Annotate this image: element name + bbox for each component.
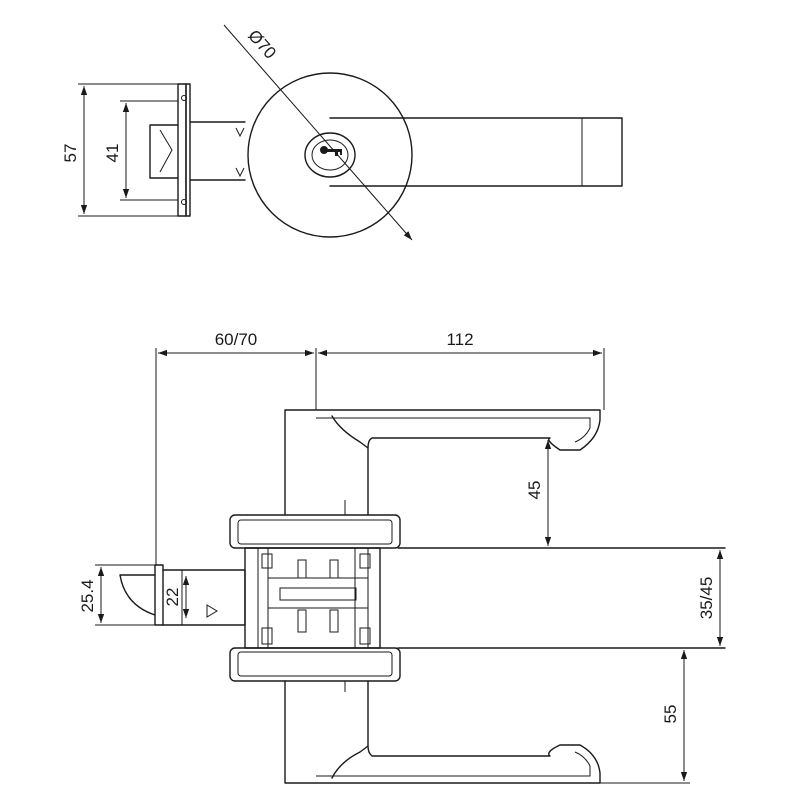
mechanism-screw (297, 609, 307, 633)
latch-bolt-bevel (159, 129, 173, 173)
lower-rose-inner (237, 651, 393, 677)
latch-bolt-top (149, 124, 179, 179)
upper-lever-grip (331, 415, 369, 449)
dim-label-backset: 60/70 (215, 330, 258, 349)
mechanism-screw (329, 559, 339, 579)
lower-lever-grip (331, 745, 369, 779)
latch-plate-flange (185, 83, 191, 217)
key-cylinder-inner (311, 139, 349, 171)
dim-label-door-thickness: 35/45 (697, 577, 716, 620)
latch-face-plate-side (154, 564, 164, 626)
latch-bolt-side (119, 574, 156, 616)
plate-screw (181, 199, 187, 205)
latch-mechanism (244, 547, 381, 649)
latch-case (162, 569, 246, 626)
dim-label-lower-lever: 55 (661, 705, 680, 724)
lower-lever (284, 680, 601, 784)
latch-tube (189, 121, 246, 181)
dim-label-latch-face: 25.4 (78, 579, 97, 612)
lower-lever-inner-edge (316, 751, 591, 777)
tube-prong (235, 167, 245, 178)
mechanism-spindle (267, 577, 369, 609)
rose-diameter-label: Ø70 (244, 26, 280, 63)
rose-circle (247, 72, 413, 238)
dim-label-latch-bolt: 22 (163, 588, 182, 607)
dim-label-upper-lever: 45 (525, 481, 544, 500)
mechanism-screw (329, 609, 339, 633)
upper-rose-inner (237, 519, 393, 545)
mechanism-post (359, 553, 371, 569)
dim-label-57: 57 (61, 144, 80, 163)
latch-assembly (119, 564, 246, 626)
top-view: Ø70 57 41 (61, 24, 623, 241)
upper-lever-inner-edge (316, 417, 591, 443)
mechanism-post (359, 627, 371, 645)
direction-triangle (206, 604, 218, 618)
dim-label-lever-length: 112 (446, 330, 473, 349)
plate-screw (181, 95, 187, 101)
upper-lever-outline (284, 409, 601, 516)
lever-top-outline (329, 117, 623, 187)
mechanism-post (261, 627, 273, 645)
mechanism-post (261, 553, 273, 569)
upper-lever (284, 409, 601, 516)
dim-label-41: 41 (103, 144, 122, 163)
rose-diameter-line (223, 24, 413, 241)
tube-prong (235, 127, 245, 138)
mechanism-screw (297, 559, 307, 579)
latch-face-plate (177, 83, 187, 217)
mechanism-spindle-core (279, 587, 357, 601)
side-view: 60/70 112 45 35/45 55 25.4 22 (78, 330, 726, 784)
lower-lever-outline (284, 680, 601, 784)
